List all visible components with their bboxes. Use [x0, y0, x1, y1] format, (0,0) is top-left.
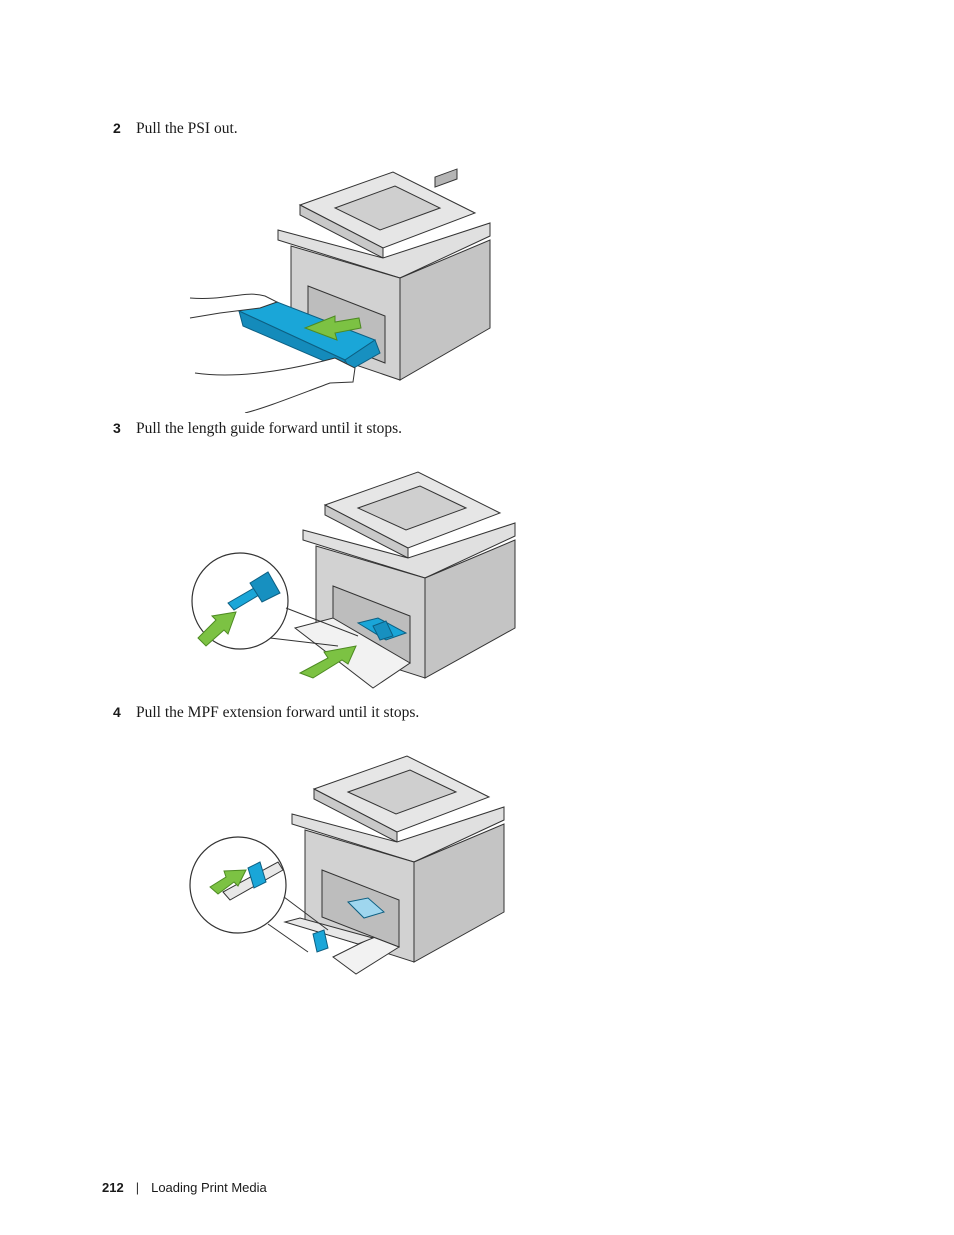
step-number: 3 — [113, 420, 121, 436]
step-text: Pull the MPF extension forward until it … — [136, 704, 420, 721]
footer-separator: | — [135, 1180, 140, 1195]
printer-psi-illustration — [189, 168, 491, 413]
step-text: Pull the PSI out. — [136, 120, 238, 137]
step-2: 2 Pull the PSI out. — [113, 120, 238, 138]
section-title: Loading Print Media — [151, 1180, 267, 1195]
page-number: 212 — [102, 1180, 124, 1195]
step-4: 4 Pull the MPF extension forward until it… — [113, 704, 419, 722]
step-text: Pull the length guide forward until it s… — [136, 420, 403, 437]
page-footer: 212 | Loading Print Media — [102, 1180, 267, 1195]
step-number: 2 — [113, 120, 121, 136]
step-3: 3 Pull the length guide forward until it … — [113, 420, 402, 438]
step-number: 4 — [113, 704, 121, 720]
length-guide-illustration — [191, 471, 516, 689]
mpf-extension-illustration — [189, 755, 505, 975]
